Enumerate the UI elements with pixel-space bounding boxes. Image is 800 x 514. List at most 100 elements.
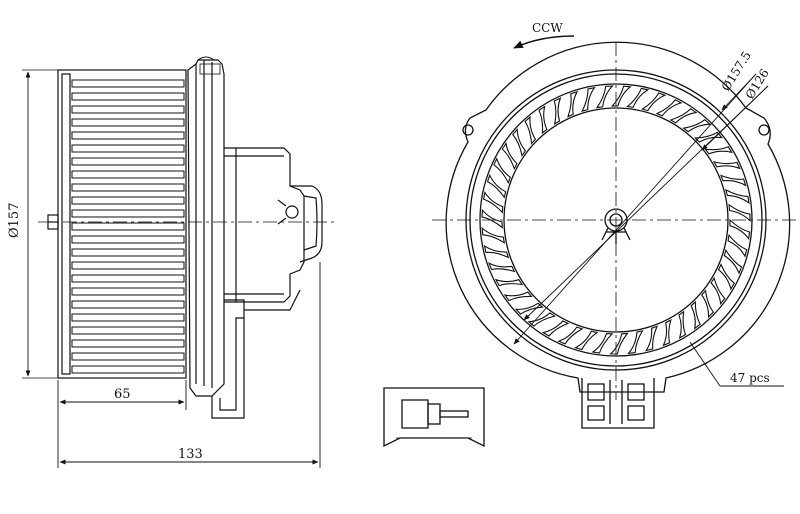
impeller-blade (690, 300, 701, 330)
blade-fin (71, 79, 185, 88)
diameter-leaders (513, 73, 784, 387)
mount-hole-left (462, 124, 474, 136)
impeller-blade (717, 263, 735, 291)
blower-wheel (57, 69, 187, 379)
blade-fin (71, 183, 185, 192)
impeller-blade (567, 90, 579, 118)
impeller-blade (501, 142, 518, 170)
impeller-blade (626, 87, 650, 108)
blade-fin (71, 313, 185, 322)
connector-housing (581, 378, 655, 429)
blade-fin (71, 144, 185, 153)
connector-outline (383, 387, 485, 448)
motor-flange (187, 59, 225, 397)
impeller-blade (493, 157, 511, 184)
impeller-blade (728, 203, 751, 223)
impeller-blade (481, 226, 506, 244)
impeller-blade (581, 86, 596, 112)
impeller-blade (723, 248, 743, 275)
blade-count-leader (689, 341, 721, 387)
impeller-blade (704, 146, 733, 155)
impeller-blade (481, 208, 503, 229)
impeller-blade (609, 332, 629, 355)
rotation-arrow (513, 35, 575, 49)
impeller-blade (524, 115, 537, 145)
blade-fin (71, 352, 185, 361)
blade-fin (71, 131, 185, 140)
impeller-blade (557, 326, 584, 345)
impeller-blade (725, 188, 750, 205)
blade-fin (71, 235, 185, 244)
impeller-blade (488, 262, 516, 273)
wheel-width-label: 65 (114, 387, 131, 402)
blade-fin (71, 196, 185, 205)
impeller-blade (482, 191, 504, 214)
blade-fin (71, 326, 185, 335)
shaft-end (285, 205, 299, 219)
blade-count-label: 47 pcs (730, 371, 770, 385)
blade-fin (71, 118, 185, 127)
impeller-blade (514, 302, 544, 315)
impeller-blade (727, 233, 748, 258)
impeller-blade (682, 118, 712, 133)
blade-fin (71, 300, 185, 309)
rotation-label: CCW (532, 21, 563, 35)
impeller-blade (645, 325, 658, 352)
diameter-label: Ø157 (7, 203, 22, 238)
impeller-blade (669, 108, 698, 124)
impeller-blade (503, 291, 533, 302)
impeller-blade (701, 289, 715, 319)
blade-fins (71, 79, 185, 374)
blade-fin (71, 365, 185, 374)
impeller-blade (694, 131, 724, 143)
hub-inner (609, 213, 623, 227)
impeller-blade (655, 99, 683, 117)
connector-detail (383, 387, 485, 448)
blade-fin (71, 209, 185, 218)
impeller-blade (527, 312, 557, 327)
blade-fin (71, 92, 185, 101)
impeller-blade (641, 92, 667, 112)
blade-ring-outer (479, 83, 753, 357)
impeller-blade (678, 310, 687, 340)
blade-fin (71, 222, 185, 231)
impeller-blade (610, 85, 632, 107)
connector-terminal (401, 399, 429, 429)
hub-spokes (601, 227, 631, 244)
blade-fin (71, 287, 185, 296)
blade-fin (71, 170, 185, 179)
blade-ring-inner (503, 107, 729, 333)
mount-hole-right (758, 124, 770, 136)
blade-fin (71, 339, 185, 348)
motor-body (224, 147, 305, 303)
impeller-blade (553, 97, 562, 126)
mount-bracket (211, 289, 301, 419)
impeller-blade (541, 320, 570, 337)
outer-ring (465, 69, 767, 371)
impeller-blade (720, 174, 747, 187)
impeller-blade (595, 85, 614, 109)
front-view (432, 41, 800, 429)
impeller-blade (483, 244, 510, 259)
impeller-blade (591, 333, 614, 354)
blade-fin (71, 274, 185, 283)
side-dimensions (57, 262, 321, 468)
impeller-blade (574, 330, 599, 351)
impeller-blade (713, 161, 741, 170)
impeller-blade (538, 105, 548, 135)
impeller-blade (627, 330, 644, 355)
impeller-blades (481, 85, 751, 355)
blade-fin (71, 261, 185, 270)
impeller-blade (729, 218, 751, 241)
motor-end-cap (290, 185, 323, 263)
impeller-blade (494, 278, 524, 287)
blade-fin (71, 105, 185, 114)
total-length-label: 133 (178, 447, 203, 462)
side-view (22, 56, 335, 419)
blade-fin (71, 157, 185, 166)
housing-outline (445, 41, 791, 393)
impeller-blade (710, 276, 726, 306)
impeller-blade (512, 128, 527, 157)
